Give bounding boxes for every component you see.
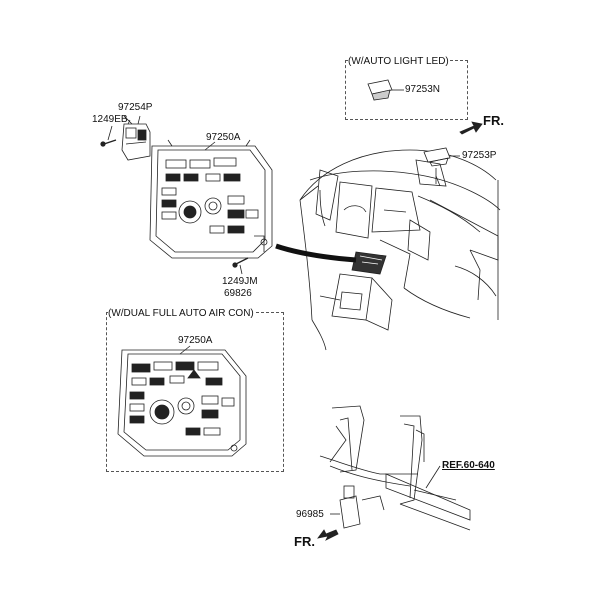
label-69826: 69826 bbox=[224, 288, 252, 299]
climate-control-panel-bottom bbox=[117, 345, 247, 457]
bracket-assembly bbox=[319, 405, 471, 531]
front-direction-arrow-bottom bbox=[317, 529, 339, 541]
switch-97254p bbox=[121, 115, 151, 161]
label-fr-top: FR. bbox=[483, 113, 504, 128]
label-96985: 96985 bbox=[296, 509, 324, 520]
label-97253n: 97253N bbox=[405, 84, 441, 95]
screw-1249eb bbox=[100, 139, 117, 147]
label-1249jm: 1249JM bbox=[222, 276, 258, 287]
climate-control-panel-top bbox=[149, 139, 273, 259]
label-fr-bottom: FR. bbox=[294, 534, 315, 549]
auto-light-option-title: (W/AUTO LIGHT LED) bbox=[348, 56, 449, 67]
dashboard-outline bbox=[299, 149, 501, 351]
label-97250a-top: 97250A bbox=[206, 132, 241, 143]
label-97250a-bottom: 97250A bbox=[178, 335, 213, 346]
front-direction-arrow-top bbox=[459, 121, 483, 135]
label-97253p: 97253P bbox=[462, 150, 497, 161]
label-ref-60-640: REF.60-640 bbox=[442, 460, 495, 471]
screw-1249jm bbox=[232, 257, 249, 268]
sensor-97253n bbox=[367, 79, 404, 101]
sensor-97253p bbox=[423, 147, 460, 184]
label-1249eb: 1249EB bbox=[92, 114, 128, 125]
label-97254p: 97254P bbox=[118, 102, 153, 113]
dual-air-option-title: (W/DUAL FULL AUTO AIR CON) bbox=[108, 308, 254, 319]
